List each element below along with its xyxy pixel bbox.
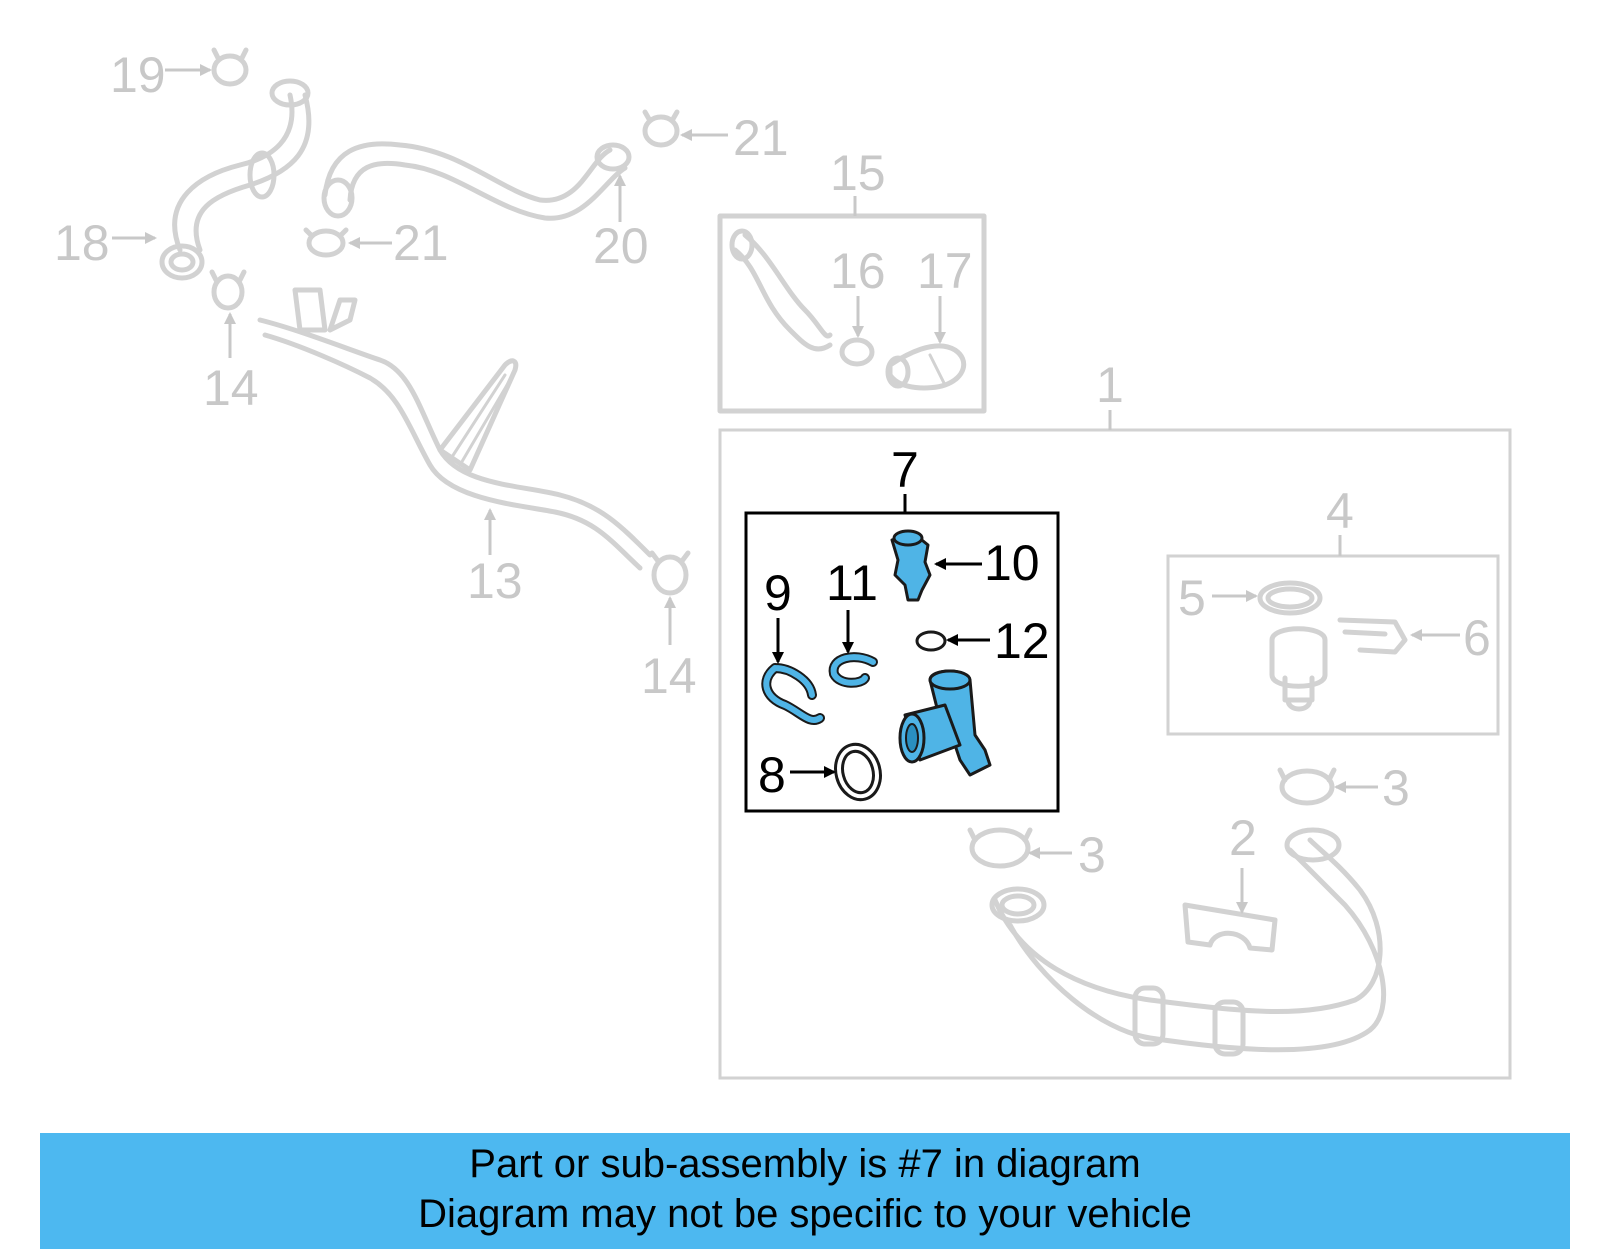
hose-18 bbox=[159, 78, 312, 281]
callout-5: 5 bbox=[1178, 570, 1206, 626]
callout-2: 2 bbox=[1229, 810, 1257, 866]
part-11-clip bbox=[828, 652, 878, 688]
group-box-7 bbox=[744, 511, 1060, 813]
clamp-19 bbox=[211, 47, 249, 87]
callout-12: 12 bbox=[994, 613, 1050, 669]
callout-6: 6 bbox=[1463, 610, 1491, 666]
clamp-21-lower bbox=[303, 227, 349, 258]
callout-13: 13 bbox=[467, 553, 523, 609]
callout-3-right: 3 bbox=[1382, 760, 1410, 816]
group-box-4 bbox=[1166, 554, 1500, 736]
callout-labels: 19 21 21 18 20 14 13 14 15 16 17 1 4 5 6… bbox=[54, 47, 1491, 883]
clamp-14-upper bbox=[209, 269, 247, 311]
leader-lines bbox=[112, 64, 1460, 914]
callout-21-lower: 21 bbox=[393, 215, 449, 271]
group-box-15 bbox=[717, 213, 987, 414]
callout-10: 10 bbox=[984, 535, 1040, 591]
callout-16: 16 bbox=[830, 243, 886, 299]
callout-9: 9 bbox=[764, 565, 792, 621]
callout-14-upper: 14 bbox=[203, 360, 259, 416]
callout-1: 1 bbox=[1096, 357, 1124, 413]
part-12-oring bbox=[915, 630, 947, 652]
part-7-housing bbox=[898, 669, 992, 777]
callout-17: 17 bbox=[917, 243, 973, 299]
info-banner: Part or sub-assembly is #7 in diagram Di… bbox=[40, 1133, 1570, 1249]
callout-3-left: 3 bbox=[1078, 827, 1106, 883]
banner-line-disclaimer: Diagram may not be specific to your vehi… bbox=[418, 1192, 1192, 1236]
hose-13 bbox=[257, 287, 653, 571]
hose-20 bbox=[321, 141, 632, 221]
banner-line-part: Part or sub-assembly is #7 in diagram bbox=[469, 1142, 1141, 1186]
clamp-14-lower bbox=[649, 550, 691, 596]
callout-18: 18 bbox=[54, 215, 110, 271]
part-9-clip bbox=[761, 663, 825, 725]
part-10-sensor bbox=[890, 529, 932, 602]
part-8-gasket bbox=[834, 742, 882, 802]
callout-15: 15 bbox=[830, 145, 886, 201]
callout-4: 4 bbox=[1326, 483, 1354, 539]
callout-8: 8 bbox=[758, 747, 786, 803]
group-box-1 bbox=[718, 428, 1512, 1080]
callout-19: 19 bbox=[110, 47, 166, 103]
callout-20: 20 bbox=[593, 218, 649, 274]
clamp-21-upper bbox=[642, 109, 680, 148]
callout-21-upper: 21 bbox=[733, 110, 789, 166]
callout-14-lower: 14 bbox=[641, 648, 697, 704]
hose-lower-assembly bbox=[967, 767, 1387, 1057]
callout-7: 7 bbox=[891, 442, 919, 498]
callout-11: 11 bbox=[826, 555, 878, 611]
